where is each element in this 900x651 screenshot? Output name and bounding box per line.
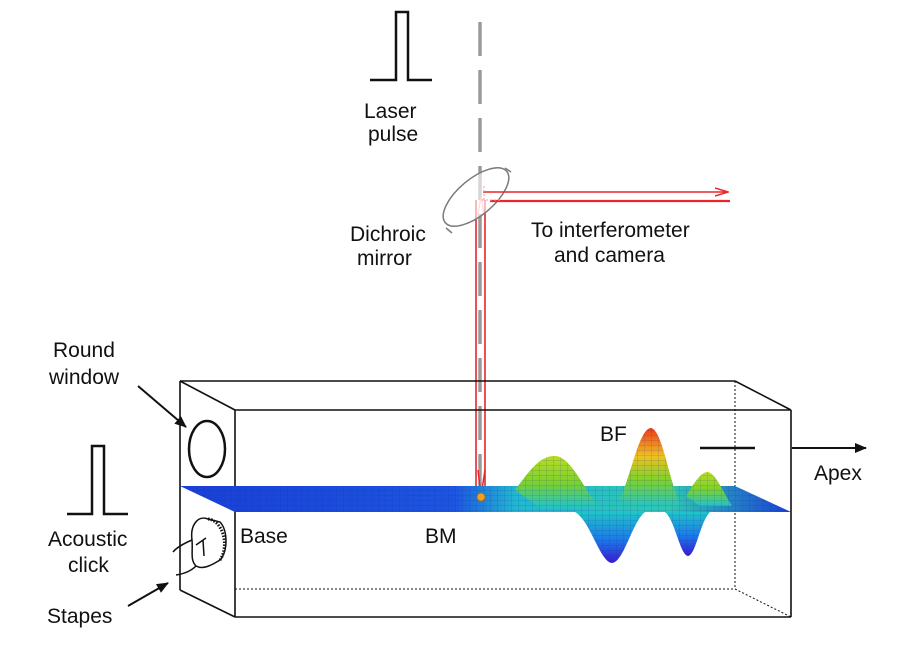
acoustic-click-icon [67,444,128,516]
apex-label: Apex [814,462,862,485]
laser-pulse-label: Laser pulse [364,100,422,146]
dichroic-mirror-label: Dichroic mirror [350,223,432,270]
round-window-label: Round window [48,339,121,389]
round-window-label-line2: window [48,366,120,389]
laser-pulse-icon [370,10,432,82]
laser-pulse-label-line1: Laser [364,100,417,123]
round-window-label-line1: Round [53,339,115,362]
traveling-wave [515,428,732,563]
laser-pulse-label-line2: pulse [368,123,418,146]
interferometer-label-line2: and camera [554,244,665,267]
bm-label: BM [425,525,457,548]
laser-probe-spot [476,492,486,502]
stapes-icon [172,517,227,576]
acoustic-click-label: Acoustic click [48,528,133,577]
dichroic-mirror-label-line1: Dichroic [350,223,426,246]
interferometer-beams [482,186,730,203]
acoustic-click-label-line1: Acoustic [48,528,127,551]
round-window-arrow [137,385,187,428]
base-label: Base [240,525,288,548]
dichroic-mirror [442,167,512,234]
round-window [187,419,227,479]
bf-label: BF [600,423,627,446]
dichroic-mirror-label-line2: mirror [357,247,412,270]
stapes-label: Stapes [47,605,112,628]
interferometer-label-line1: To interferometer [531,219,690,242]
cochlea-box [179,380,792,618]
interferometer-label: To interferometer and camera [531,219,696,267]
acoustic-click-label-line2: click [68,554,109,577]
stapes-arrow [127,582,169,607]
